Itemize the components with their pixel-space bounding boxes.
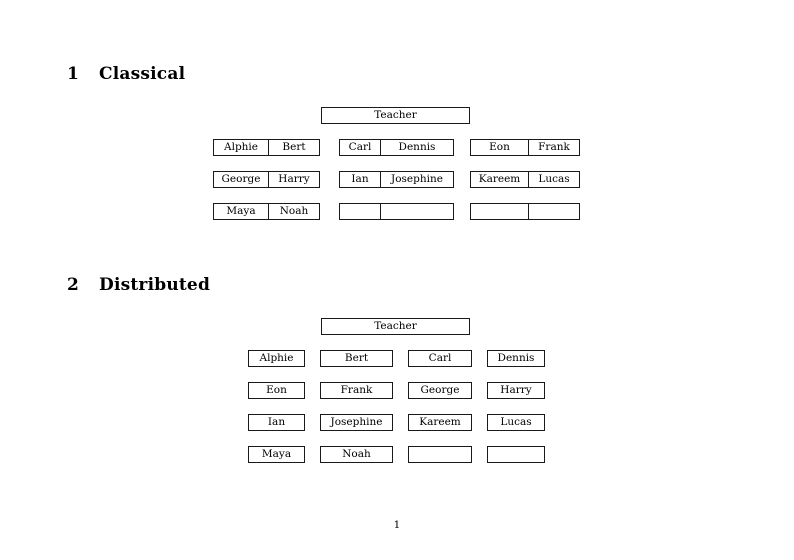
node-cell-empty [471,204,528,219]
node-box: George [408,382,472,399]
node-box: Maya [248,446,305,463]
node-cell: Noah [268,204,319,219]
section-heading-distributed: 2 Distributed [67,275,210,295]
node-box: Bert [320,350,393,367]
node-box: Frank [320,382,393,399]
node-box-empty [487,446,545,463]
node-box: Kareem [408,414,472,431]
table-row [339,203,454,220]
table-row: Kareem Lucas [470,171,580,188]
table-row: Carl Dennis [339,139,454,156]
node-box: Ian [248,414,305,431]
node-box: Lucas [487,414,545,431]
node-cell: George [221,173,261,186]
table-row: Maya Noah [213,203,320,220]
node-box: Alphie [248,350,305,367]
table-row: Eon Frank [470,139,580,156]
node-box: Josephine [320,414,393,431]
node-box: Noah [320,446,393,463]
teacher-node-classical: Teacher [321,107,470,124]
table-row: Ian Josephine [339,171,454,188]
node-cell: Lucas [528,172,579,187]
node-cell: Frank [528,140,579,155]
node-box: Carl [408,350,472,367]
table-row: Alphie Bert [213,139,320,156]
table-row: George Harry [213,171,320,188]
node-cell: Alphie [224,141,258,154]
node-cell-empty [380,204,453,219]
node-cell: Maya [226,205,256,218]
section-number: 1 [67,64,80,84]
node-cell: Ian [351,173,369,186]
teacher-node-distributed: Teacher [321,318,470,335]
section-title: Distributed [99,275,211,295]
node-cell: Carl [348,141,372,154]
section-heading-classical: 1 Classical [67,64,185,84]
node-cell-empty [340,204,380,219]
section-title: Classical [99,64,186,84]
node-cell: Kareem [478,173,521,186]
section-number: 2 [67,275,80,295]
node-cell: Dennis [380,140,453,155]
node-box: Dennis [487,350,545,367]
node-box-empty [408,446,472,463]
node-box: Eon [248,382,305,399]
node-cell: Harry [268,172,319,187]
node-cell-empty [528,204,579,219]
node-cell: Eon [489,141,510,154]
node-cell: Josephine [380,172,453,187]
node-box: Harry [487,382,545,399]
table-row [470,203,580,220]
page-number: 1 [393,519,401,531]
node-cell: Bert [268,140,319,155]
